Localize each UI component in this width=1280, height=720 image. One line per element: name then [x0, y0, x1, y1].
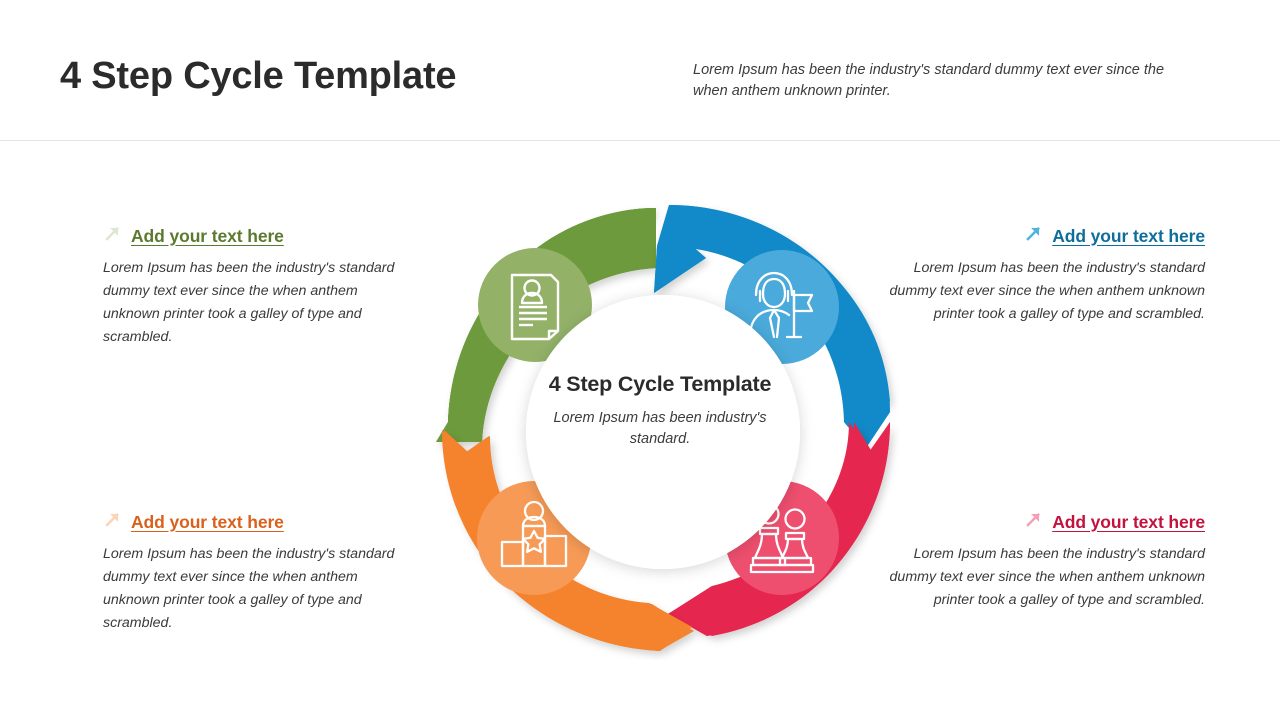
page-title: 4 Step Cycle Template — [60, 55, 457, 97]
text-block-body: Lorem Ipsum has been the industry's stan… — [889, 260, 1205, 322]
text-block-heading-row: Add your text here — [877, 510, 1205, 534]
text-block-top-right: Add your text here Lorem Ipsum has been … — [877, 224, 1206, 326]
text-block-title[interactable]: Add your text here — [131, 511, 284, 532]
text-block-title[interactable]: Add your text here — [1052, 511, 1205, 532]
text-block-bottom-left: Add your text here Lorem Ipsum has been … — [103, 510, 403, 635]
header-subtitle: Lorem Ipsum has been the industry's stan… — [693, 62, 1165, 100]
text-block-body: Lorem Ipsum has been the industry's stan… — [889, 546, 1205, 608]
resume-icon — [510, 273, 560, 341]
text-block-heading-row: Add your text here — [877, 224, 1205, 248]
arrow-up-right-icon — [1024, 224, 1043, 248]
slide-header: 4 Step Cycle Template Lorem Ipsum has be… — [0, 0, 1280, 141]
cycle-diagram — [420, 190, 900, 660]
badge-circle-green — [478, 248, 592, 362]
text-block-bottom-right: Add your text here Lorem Ipsum has been … — [877, 510, 1206, 612]
text-block-heading-row: Add your text here — [103, 224, 403, 248]
text-block-title[interactable]: Add your text here — [1052, 225, 1205, 246]
podium-winner-icon — [500, 500, 568, 568]
text-block-top-left: Add your text here Lorem Ipsum has been … — [103, 224, 403, 349]
text-block-heading-row: Add your text here — [103, 510, 403, 534]
center-circle-fill — [526, 295, 800, 569]
cycle-segment-green[interactable] — [436, 208, 656, 442]
arrow-up-right-icon — [103, 510, 122, 534]
leader-flag-icon — [748, 271, 814, 339]
arrow-up-right-icon — [1024, 510, 1043, 534]
arrow-up-right-icon — [103, 224, 122, 248]
cycle-segment-orange[interactable] — [442, 430, 694, 651]
text-block-body: Lorem Ipsum has been the industry's stan… — [103, 546, 395, 631]
text-block-body: Lorem Ipsum has been the industry's stan… — [103, 260, 395, 345]
text-block-title[interactable]: Add your text here — [131, 225, 284, 246]
